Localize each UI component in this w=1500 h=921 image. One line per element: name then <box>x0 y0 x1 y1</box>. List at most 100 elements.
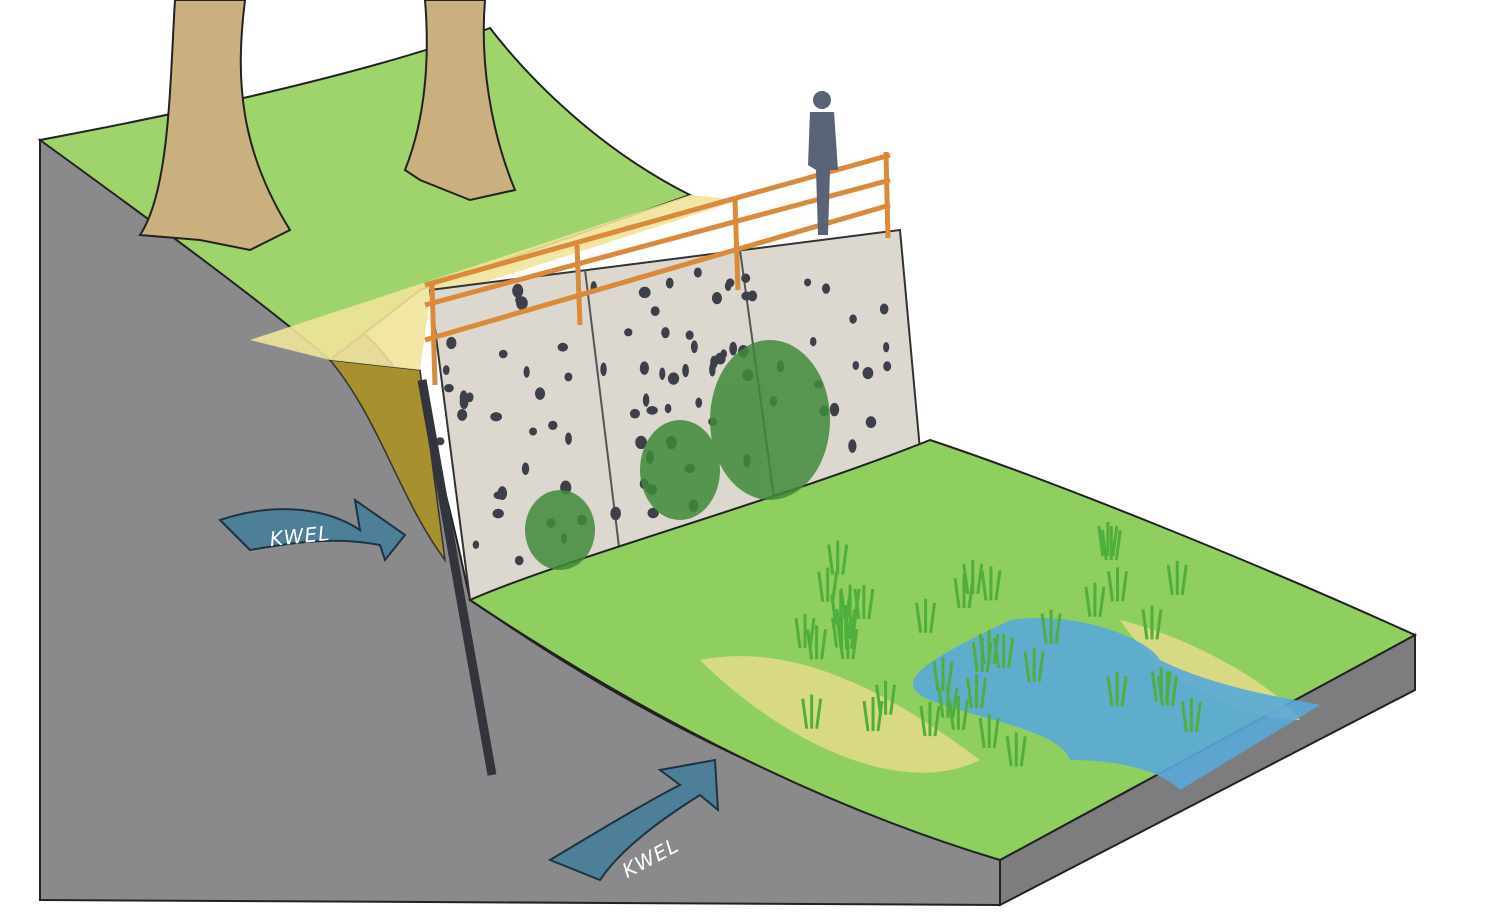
stone <box>879 303 889 315</box>
reed <box>1100 526 1122 561</box>
stone <box>883 342 890 353</box>
sheet-pile <box>417 379 497 776</box>
stone <box>724 281 732 292</box>
reed <box>932 657 954 692</box>
stone <box>883 361 892 372</box>
stone <box>865 416 877 429</box>
stone <box>515 296 522 305</box>
stone <box>498 349 508 359</box>
reed <box>919 702 941 737</box>
reed <box>827 540 849 575</box>
stone <box>709 362 716 377</box>
shrubs <box>525 340 830 570</box>
reed <box>1040 609 1062 644</box>
stone <box>639 361 650 375</box>
reed <box>1097 522 1119 557</box>
stone <box>690 340 698 354</box>
tree-trunks <box>138 0 517 252</box>
stone <box>534 387 546 400</box>
reed <box>971 637 993 673</box>
stone <box>665 277 674 289</box>
stone <box>741 273 751 283</box>
seepage-arrow-upper: KWEL <box>218 497 407 563</box>
railing <box>424 151 891 386</box>
reed <box>1166 560 1188 596</box>
stone <box>442 365 450 376</box>
wall-stones <box>435 267 892 566</box>
stone <box>629 408 640 419</box>
stone <box>685 330 694 340</box>
stone <box>711 292 723 305</box>
stone <box>497 486 508 501</box>
stone <box>635 435 647 450</box>
stone <box>848 439 857 453</box>
stone <box>600 362 607 377</box>
stone <box>457 408 468 421</box>
reed <box>953 574 975 609</box>
stone <box>661 327 670 339</box>
reed <box>1106 672 1128 707</box>
reed <box>1156 671 1178 707</box>
reed <box>801 694 823 729</box>
stone <box>741 291 752 301</box>
stone <box>564 372 573 382</box>
reed <box>1141 605 1163 640</box>
stone <box>809 336 817 347</box>
stone <box>548 420 558 431</box>
stone <box>862 366 874 380</box>
reed-clumps <box>794 522 1202 767</box>
stone <box>444 383 454 393</box>
stone <box>647 507 659 519</box>
reed <box>862 697 884 732</box>
stone <box>512 283 524 298</box>
sandy-patches <box>700 620 1300 773</box>
stone <box>849 314 857 324</box>
stone <box>446 336 457 350</box>
stone <box>557 342 569 352</box>
stone <box>492 508 504 519</box>
reed <box>1005 732 1027 767</box>
reed <box>978 713 1000 748</box>
stone <box>720 349 727 359</box>
stone <box>852 360 860 370</box>
stone <box>610 506 621 521</box>
stone <box>490 412 503 422</box>
stone <box>659 367 666 380</box>
stone <box>624 328 633 337</box>
stone <box>521 462 530 475</box>
stone <box>664 403 672 414</box>
reed <box>806 625 828 660</box>
reed <box>980 566 1002 601</box>
reed <box>1023 647 1045 682</box>
reed <box>915 598 937 633</box>
reed <box>831 613 853 648</box>
stone <box>646 406 658 415</box>
stone <box>804 278 812 287</box>
stone <box>459 390 468 405</box>
stone <box>682 363 689 378</box>
stone <box>523 366 530 378</box>
stone <box>642 393 650 407</box>
stone <box>729 341 738 356</box>
reed <box>947 695 969 730</box>
reed <box>1107 567 1129 602</box>
stone <box>565 432 572 445</box>
reed <box>1084 582 1106 617</box>
stone <box>529 427 538 436</box>
stone <box>829 402 840 417</box>
stone <box>638 286 651 299</box>
stone <box>667 372 680 385</box>
reed <box>1180 697 1202 732</box>
stone <box>693 267 702 278</box>
sand-backfill <box>328 359 447 563</box>
stone <box>822 283 831 294</box>
person-silhouette <box>808 91 838 235</box>
stone <box>650 306 660 317</box>
stone <box>435 437 445 446</box>
stone <box>695 397 703 408</box>
footpath <box>250 195 740 370</box>
stone <box>514 555 524 566</box>
reed <box>966 674 988 709</box>
